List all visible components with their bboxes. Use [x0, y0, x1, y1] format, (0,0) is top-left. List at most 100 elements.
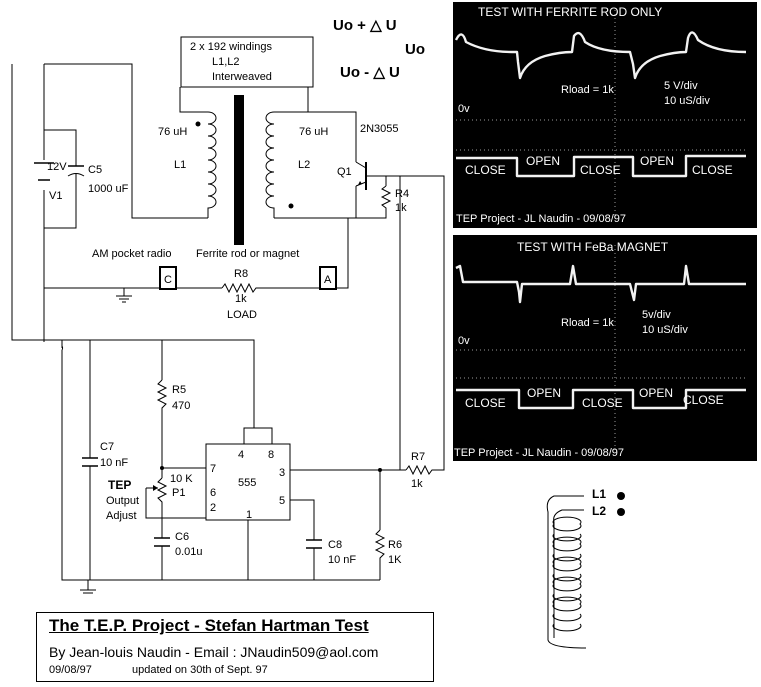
scope1-voltage-trace — [454, 31, 747, 80]
coil-note-line3: Interweaved — [212, 71, 272, 83]
p1-arrow-icon — [153, 485, 158, 491]
coil-note-line1: 2 x 192 windings — [190, 41, 272, 53]
l1-coil — [207, 111, 217, 218]
radio-label: AM pocket radio — [92, 248, 171, 260]
q1-arrow-icon — [358, 181, 362, 185]
l2-top-wire — [274, 87, 357, 162]
transistor-stage: 2N3055 Q1 R4 1k — [304, 123, 409, 470]
scope-capture-ferrite: TEST WITH FERRITE ROD ONLY Rload = 1k 5 … — [453, 2, 757, 228]
scope2-state-2: OPEN — [527, 386, 561, 400]
scope1-switch-trace — [456, 154, 746, 178]
c5-wires — [44, 129, 77, 229]
r7-name: R7 — [411, 451, 425, 463]
pin3-label: 3 — [279, 467, 285, 479]
c8-name: C8 — [328, 539, 342, 551]
r4-value: 1k — [395, 202, 407, 214]
radio-c-label: C — [164, 274, 172, 286]
radio-a-label: A — [324, 274, 332, 286]
radio-c-terminal — [159, 266, 177, 290]
r4-resistor — [356, 175, 392, 219]
timer-section: C7 10 nF R5 470 10 K P1 TEP Output Adjus… — [61, 175, 445, 594]
wire-crossover-icon — [61, 345, 64, 351]
l1-value: 76 uH — [158, 126, 187, 138]
base-drive-wire — [386, 175, 401, 470]
l1-name: L1 — [174, 159, 186, 171]
scope1-zero-label: 0v — [458, 103, 470, 115]
load-section: AM pocket radio C A R8 1k LOAD — [44, 218, 349, 321]
q1-name: Q1 — [337, 166, 352, 178]
output-label: Output — [106, 495, 139, 507]
scope2-title: TEST WITH FeBa MAGNET — [517, 240, 669, 254]
coil-winding-diagram: L1 L2 — [546, 487, 625, 649]
chip-label: 555 — [238, 477, 256, 489]
pin4-label: 4 — [238, 449, 244, 461]
scope1-state-1: CLOSE — [465, 163, 506, 177]
pin6-label: 6 — [210, 487, 216, 499]
coil-section: 2 x 192 windings L1,L2 Interweaved Ferri… — [44, 36, 357, 260]
scope2-state-3: CLOSE — [582, 396, 623, 410]
output-junction-dot — [378, 468, 382, 472]
scope1-state-4: OPEN — [640, 154, 674, 168]
r7-value: 1k — [411, 478, 423, 490]
coil-note-line2: L1,L2 — [212, 56, 240, 68]
title-date: 09/08/97 — [49, 664, 92, 676]
scope1-footer: TEP Project - JL Naudin - 09/08/97 — [456, 213, 626, 225]
r8-value: 1k — [235, 293, 247, 305]
level-lower-label: Uo - △ U — [340, 64, 400, 81]
c5-name: C5 — [88, 164, 102, 176]
c6-value: 0.01u — [175, 546, 203, 558]
pin5-label: 5 — [279, 495, 285, 507]
l2-value: 76 uH — [299, 126, 328, 138]
l1-dot-icon — [195, 121, 201, 127]
scope1-tdiv: 10 uS/div — [664, 95, 710, 107]
c6-name: C6 — [175, 531, 189, 543]
r5-value: 470 — [172, 400, 190, 412]
radio-ground-icon — [116, 288, 132, 303]
pin7-label: 7 — [210, 463, 216, 475]
coil-note-box — [180, 36, 314, 88]
supply-name: V1 — [49, 190, 62, 202]
scope2-state-4: OPEN — [639, 386, 673, 400]
r8-role: LOAD — [227, 309, 257, 321]
winding-inner-wire — [553, 509, 584, 638]
winding-l2-label: L2 — [592, 504, 606, 518]
tep-label: TEP — [108, 478, 131, 492]
q1-emitter-wire — [304, 186, 357, 219]
pin1-label: 1 — [246, 509, 252, 521]
c5-value: 1000 uF — [88, 183, 129, 195]
title-block: The T.E.P. Project - Stefan Hartman Test… — [36, 612, 434, 682]
pin8-label: 8 — [268, 449, 274, 461]
scope2-zero-label: 0v — [458, 335, 470, 347]
title-main: The T.E.P. Project - Stefan Hartman Test — [49, 616, 369, 635]
scope2-tdiv: 10 uS/div — [642, 324, 688, 336]
radio-a-terminal — [319, 266, 337, 290]
scope2-state-1: CLOSE — [465, 396, 506, 410]
level-mid-label: Uo — [405, 41, 425, 58]
r6-name: R6 — [388, 539, 402, 551]
r7-resistor — [400, 175, 445, 476]
adjust-label: Adjust — [106, 510, 137, 522]
scope2-state-5: CLOSE — [683, 393, 724, 407]
q1-leads — [355, 161, 367, 187]
p1-value: 10 K — [170, 473, 193, 485]
title-author: By Jean-louis Naudin - Email : JNaudin50… — [49, 644, 379, 660]
scope2-voltage-trace — [455, 264, 746, 304]
p1-name: P1 — [172, 487, 185, 499]
supply-voltage: 12V — [47, 161, 67, 173]
timer-rails — [61, 339, 380, 581]
scope2-vdiv: 5v/div — [642, 309, 671, 321]
l2-name: L2 — [298, 159, 310, 171]
scope2-rload: Rload = 1k — [561, 317, 614, 329]
load-wires — [44, 218, 349, 289]
title-updated: updated on 30th of Sept. 97 — [132, 664, 268, 676]
winding-l1-dot-icon — [617, 492, 625, 500]
winding-l2-dot-icon — [617, 508, 625, 516]
r8-name: R8 — [234, 268, 248, 280]
level-upper-label: Uo + △ U — [333, 17, 397, 34]
c5-plate-bottom — [67, 173, 85, 177]
scope-capture-magnet: TEST WITH FeBa MAGNET Rload = 1k 5v/div … — [453, 235, 757, 461]
winding-turns — [552, 516, 582, 632]
timer-555-chip — [205, 443, 291, 521]
junction-dot — [160, 466, 164, 470]
winding-outer-wire — [546, 495, 587, 649]
